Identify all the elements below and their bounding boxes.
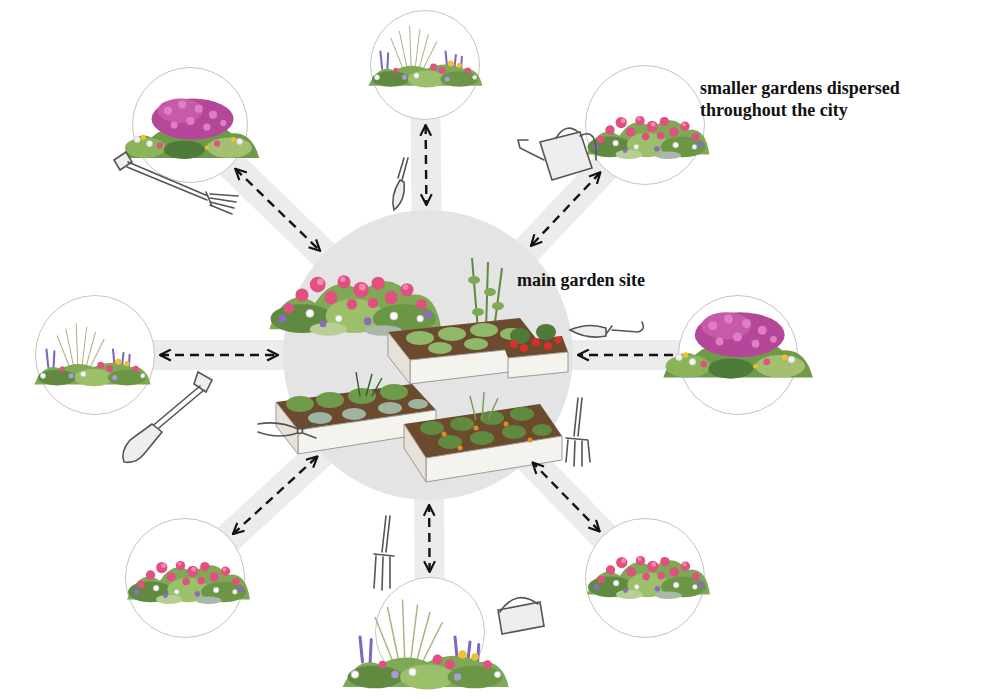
dashed-arrow [531, 172, 601, 246]
garden-tools [114, 128, 643, 634]
pruning-shears [258, 423, 316, 438]
basket [498, 598, 544, 634]
garden-fork [114, 152, 238, 214]
circle-shape [283, 210, 573, 500]
dashed-arrow [533, 463, 600, 532]
flower-bed [127, 561, 250, 604]
flower-bed [368, 26, 482, 88]
flower-bed [269, 275, 441, 335]
hand-rake [566, 398, 590, 466]
garden-circle [35, 295, 155, 415]
hand-fork [374, 516, 394, 590]
flower-bed [587, 116, 710, 159]
garden-label: main garden site [517, 270, 645, 292]
flower-bed [343, 600, 509, 690]
flower-bed [123, 98, 259, 158]
main-garden-plantings [269, 258, 568, 482]
dashed-arrow [160, 354, 278, 356]
watering-can [518, 128, 596, 180]
flower-bed [34, 323, 150, 386]
circle-outline [35, 295, 155, 415]
flower-bed [663, 312, 813, 378]
dashed-arrow [428, 505, 431, 572]
garden-label: smaller gardens dispersed throughout the… [700, 78, 962, 121]
flower-bed [587, 556, 710, 599]
shovel [123, 372, 212, 462]
dashed-arrow [578, 354, 673, 356]
dashed-arrow [424, 125, 427, 205]
dashed-arrow [235, 169, 320, 251]
dashed-arrow [233, 456, 318, 534]
hand-trowel [570, 322, 643, 337]
hand-trowel [393, 158, 408, 210]
